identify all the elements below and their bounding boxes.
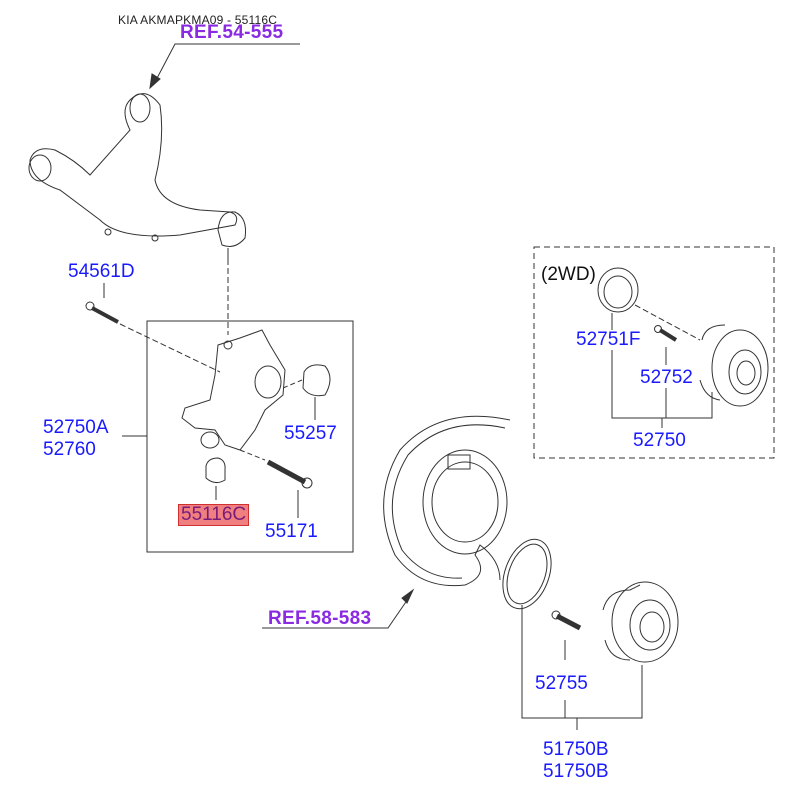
- part-label-51750B-2[interactable]: 51750B: [543, 761, 609, 782]
- brake-backing-plate: [383, 415, 511, 587]
- ref-58-583-arrow: [401, 588, 415, 604]
- ref-54-555-leader: [154, 43, 300, 83]
- steering-knuckle: [181, 329, 286, 451]
- wheel-stud-52755: [551, 610, 582, 660]
- hub-bearing-52750: [699, 324, 769, 407]
- bolt-54561D: [85, 283, 221, 373]
- drive-type-note: (2WD): [541, 264, 596, 285]
- ref-54-555-label[interactable]: REF.54-555: [180, 22, 284, 43]
- bushing-55116C: [205, 457, 226, 500]
- part-label-52752[interactable]: 52752: [640, 367, 693, 388]
- part-label-51750B-1[interactable]: 51750B: [543, 739, 609, 760]
- part-label-55171[interactable]: 55171: [265, 521, 318, 542]
- cap-52751F: [597, 267, 639, 330]
- bushing-55257: [282, 364, 331, 420]
- 2wd-group-box: [533, 246, 775, 459]
- ref-58-583-leader: [262, 595, 411, 629]
- part-label-52751F[interactable]: 52751F: [576, 329, 641, 350]
- part-label-55116C-highlighted[interactable]: 55116C: [178, 504, 250, 526]
- ref-58-583-label[interactable]: REF.58-583: [268, 608, 372, 629]
- upper-control-arm: [28, 93, 246, 265]
- part-label-52750[interactable]: 52750: [633, 430, 686, 451]
- stud-52752: [654, 325, 678, 365]
- bolt-55171: [239, 449, 313, 518]
- seal-ring: [502, 538, 552, 610]
- ref-54-555-arrow: [149, 73, 161, 90]
- part-label-52760[interactable]: 52760: [43, 439, 96, 460]
- hub-bearing-51750B: [602, 581, 679, 663]
- bracket-51750B: [521, 605, 643, 719]
- part-label-52750A[interactable]: 52750A: [43, 417, 109, 438]
- part-label-52755[interactable]: 52755: [535, 673, 588, 694]
- part-label-55257[interactable]: 55257: [284, 423, 337, 444]
- diagram-header: KIA AKMAPKMA09 - 55116C: [118, 13, 278, 27]
- part-label-54561D[interactable]: 54561D: [68, 261, 135, 282]
